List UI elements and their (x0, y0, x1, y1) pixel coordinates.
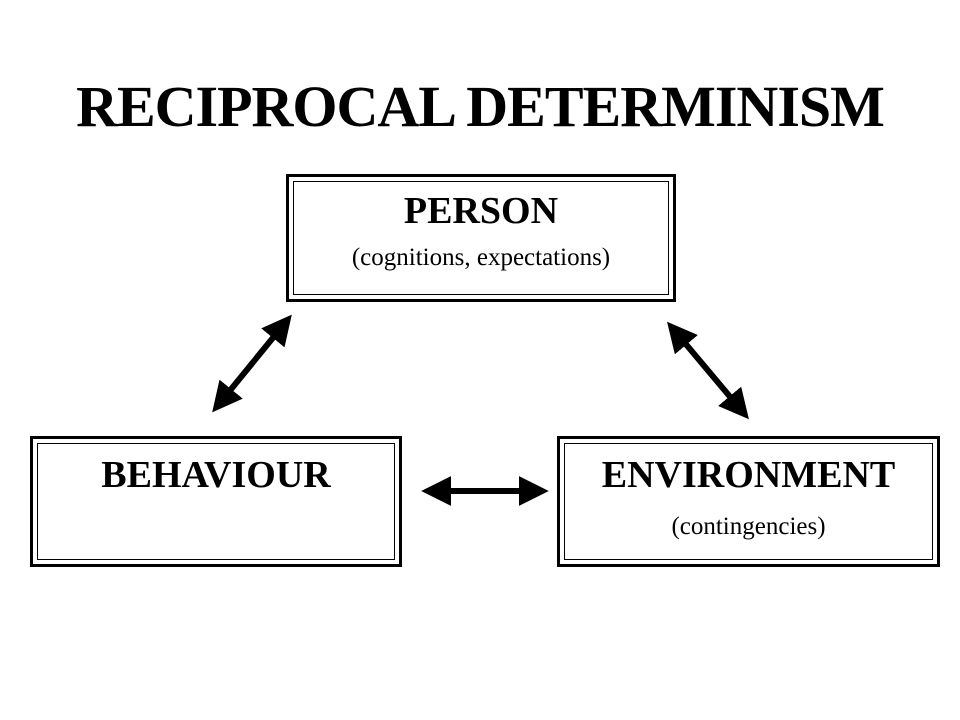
environment-node-inner-border (564, 443, 933, 560)
person-node: PERSON (cognitions, expectations) (286, 174, 676, 302)
person-node-inner-border (293, 181, 669, 295)
diagram-title: RECIPROCAL DETERMINISM (76, 74, 885, 139)
environment-node-detail: (contingencies) (671, 513, 826, 540)
arrow-person-behaviour (212, 314, 292, 413)
behaviour-node: BEHAVIOUR (30, 436, 402, 567)
environment-node: ENVIRONMENT (contingencies) (557, 436, 940, 567)
person-node-detail: (cognitions, expectations) (351, 244, 611, 271)
environment-node-label: ENVIRONMENT (601, 454, 896, 496)
arrow-person-environment (667, 321, 749, 420)
behaviour-node-label: BEHAVIOUR (101, 454, 331, 496)
behaviour-node-inner-border (37, 443, 395, 560)
person-node-label: PERSON (403, 190, 559, 232)
